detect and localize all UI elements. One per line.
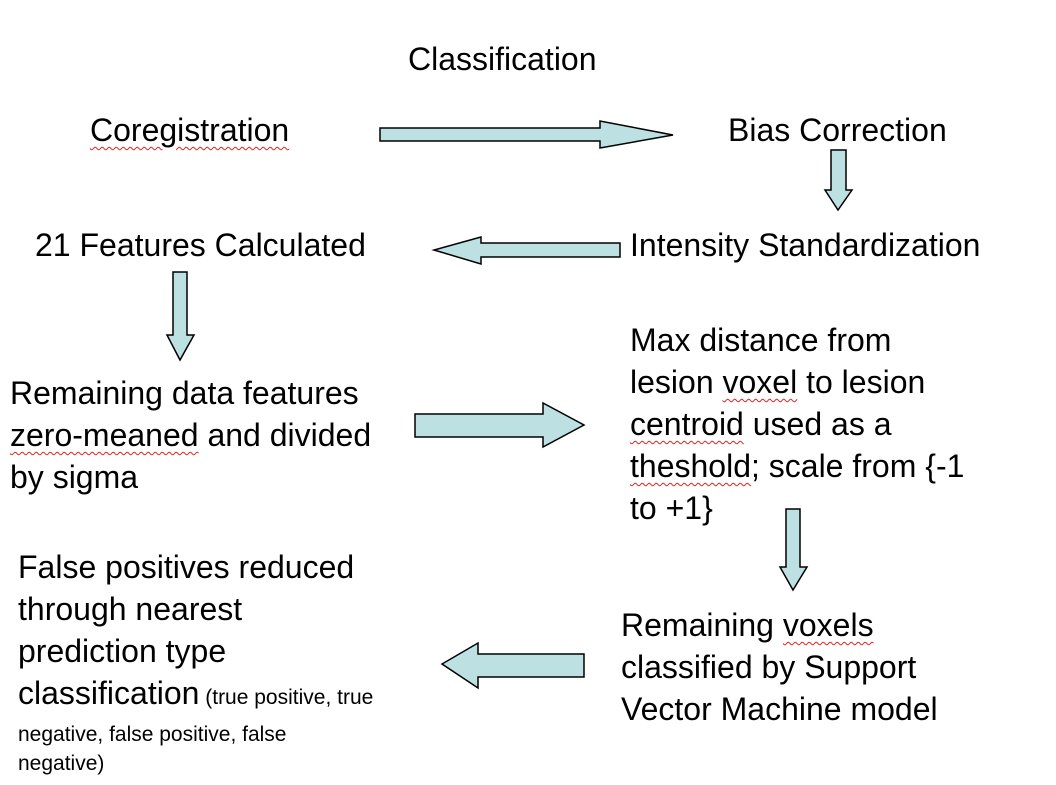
svm-misspelled-voxels: voxels — [782, 607, 874, 643]
arrow-right-coregistration-to-bias — [379, 120, 674, 149]
false-positives-line5: negative, false positive, false — [18, 723, 287, 746]
node-bias-correction: Bias Correction — [728, 112, 947, 148]
arrow-left-svm-to-falsepositives — [440, 641, 585, 690]
remaining-data-line2-rest: and divided — [198, 417, 372, 453]
max-distance-line2-b: to lesion — [797, 364, 926, 400]
max-distance-line3-rest: used as a — [743, 406, 892, 442]
max-distance-line4-rest: ; scale from {-1 — [750, 448, 965, 484]
arrow-down-bias-to-intensity — [823, 149, 854, 212]
max-distance-line2: lesion voxel to lesion — [630, 361, 964, 403]
false-positives-line4: classification (true positive, true — [18, 672, 373, 719]
remaining-data-misspelled-word: zero-meaned — [10, 417, 199, 453]
false-positives-line6: negative) — [18, 752, 105, 775]
diagram-title: Classification — [408, 41, 597, 77]
arrow-down-features-to-remaining — [165, 271, 196, 362]
arrow-down-maxdistance-to-svm — [778, 508, 809, 592]
false-positives-line2: through nearest — [18, 591, 243, 627]
arrow-right-remaining-to-maxdistance — [414, 401, 586, 449]
max-distance-misspelled-centroid: centroid — [630, 406, 744, 442]
false-positives-line4-main: classification — [18, 675, 200, 711]
false-positives-parenthetical: (true positive, true — [199, 686, 374, 709]
node-remaining-data-features: Remaining data features zero-meaned and … — [10, 372, 371, 498]
node-svm-classification: Remaining voxels classified by Support V… — [621, 604, 938, 730]
max-distance-misspelled-voxel: voxel — [722, 364, 798, 400]
node-coregistration: Coregistration — [90, 109, 289, 151]
node-intensity-standardization: Intensity Standardization — [630, 227, 981, 263]
remaining-data-line1: Remaining data features — [10, 375, 359, 411]
max-distance-line4: theshold; scale from {-1 — [630, 445, 964, 487]
remaining-data-line2: zero-meaned and divided — [10, 414, 371, 456]
node-false-positives: False positives reduced through nearest … — [18, 546, 373, 777]
false-positives-line1: False positives reduced — [18, 549, 355, 585]
max-distance-misspelled-theshold: theshold — [630, 448, 751, 484]
svm-line1-a: Remaining — [621, 607, 783, 643]
false-positives-line3: prediction type — [18, 633, 227, 669]
max-distance-line5: to +1} — [630, 490, 713, 526]
max-distance-line3: centroid used as a — [630, 403, 964, 445]
max-distance-line2-a: lesion — [630, 364, 723, 400]
svm-line2: classified by Support — [621, 649, 917, 685]
svm-line1: Remaining voxels — [621, 604, 938, 646]
svm-line3: Vector Machine model — [621, 691, 938, 727]
remaining-data-line3: by sigma — [10, 459, 139, 495]
arrow-left-intensity-to-features — [431, 236, 621, 266]
node-coregistration-text: Coregistration — [90, 112, 290, 148]
max-distance-line1: Max distance from — [630, 322, 892, 358]
node-features-calculated: 21 Features Calculated — [35, 227, 366, 263]
node-max-distance: Max distance from lesion voxel to lesion… — [630, 319, 964, 529]
